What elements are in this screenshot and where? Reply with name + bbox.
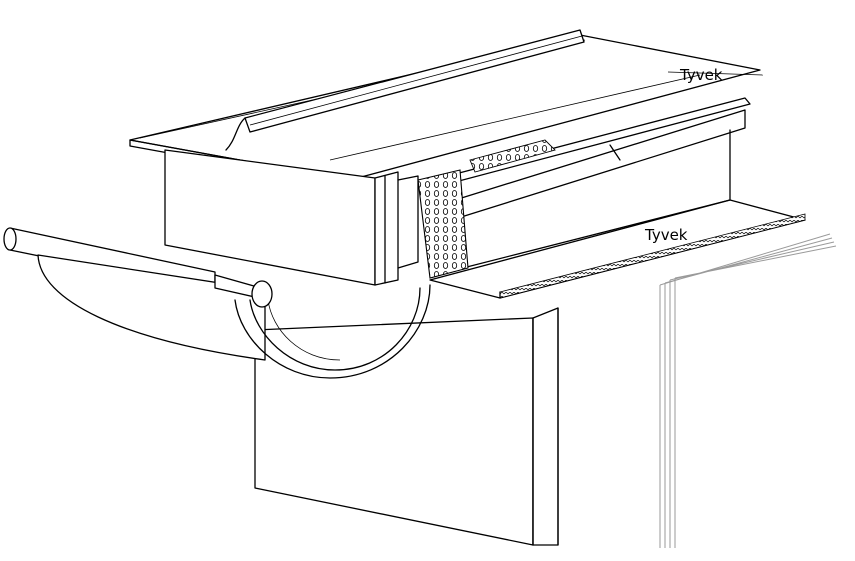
- tyvek-label-upper: Tyvek: [679, 66, 723, 84]
- insulation-layer: [439, 97, 751, 271]
- ventilation-strip: [417, 139, 556, 279]
- standing-seam: [225, 29, 585, 151]
- tyvek-label-lower: Tyvek: [644, 226, 688, 244]
- tyvek-leader-upper: [667, 71, 764, 76]
- gutter: [3, 227, 431, 379]
- wall-corner: [659, 233, 837, 548]
- drip-edge: [164, 149, 419, 286]
- soffit-board: [429, 199, 806, 299]
- wall-fascia: [254, 307, 559, 546]
- labels: Tyvek Tyvek: [644, 66, 764, 244]
